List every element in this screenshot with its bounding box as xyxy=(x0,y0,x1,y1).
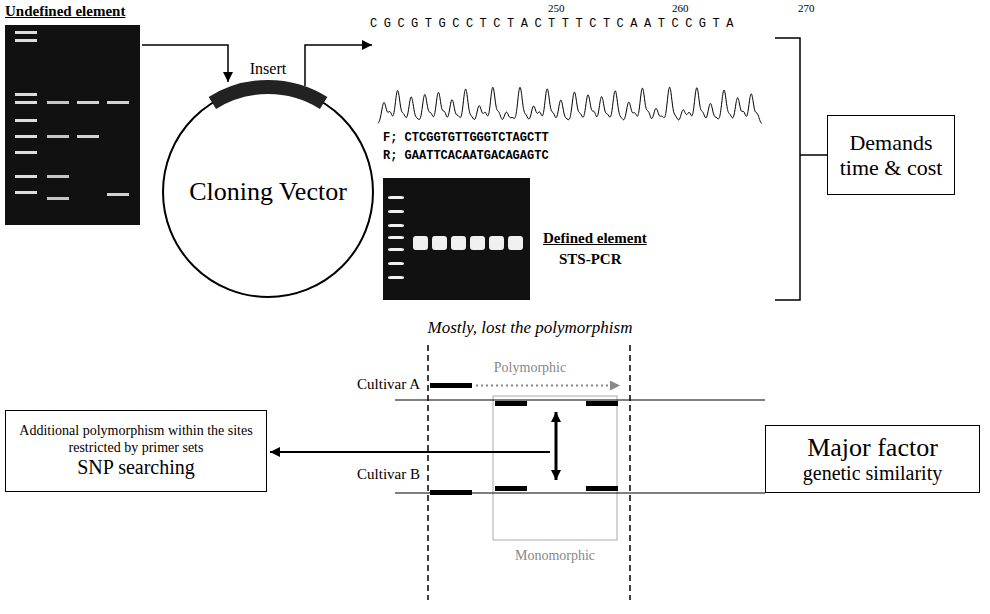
note-box: Major factorgenetic similarity xyxy=(765,425,980,493)
vector-label: Cloning Vector xyxy=(189,177,347,207)
method-label: STS-PCR xyxy=(559,251,622,268)
note-box: Demandstime & cost xyxy=(827,115,955,195)
sequence-text: CGCGTGCCTCTACTTTCTCAATCCGTA xyxy=(370,18,740,32)
insert-label: Insert xyxy=(213,60,323,78)
cultivar-label: Cultivar B xyxy=(310,466,420,483)
box-text: Additional polymorphism within the sites… xyxy=(14,423,258,455)
label-holder: CGCGTGCCTCTACTTTCTCAATCCGTA xyxy=(370,18,740,32)
gel-image: Undefined element xyxy=(5,3,142,227)
gel-heading: Undefined element xyxy=(5,3,125,20)
box-text: time & cost xyxy=(840,155,943,180)
dotted-arrow xyxy=(476,385,620,387)
label-holder: Cultivar A xyxy=(310,376,420,393)
primer-site xyxy=(430,490,472,495)
label-holder: F; CTCGGTGTTGGGTCTAGCTT xyxy=(383,132,549,146)
base-position: 250 xyxy=(548,2,565,15)
bracket xyxy=(775,38,827,300)
label-holder: 270 xyxy=(798,2,815,15)
flow-arrow xyxy=(305,45,372,86)
note-box: Additional polymorphism within the sites… xyxy=(5,410,267,492)
gel-photo xyxy=(383,178,530,300)
base-position: 270 xyxy=(798,2,815,15)
primer-site xyxy=(495,401,527,406)
insert-segment: Insert xyxy=(213,82,323,108)
primer-sequence: F; CTCGGTGTTGGGTCTAGCTT xyxy=(383,132,549,146)
gel-photo xyxy=(5,25,140,225)
pointer-arrow xyxy=(270,451,550,453)
box-text: Demands xyxy=(849,130,932,155)
boundary-line xyxy=(427,345,429,600)
flow-arrow xyxy=(142,45,228,82)
boundary-line xyxy=(629,345,631,600)
double-arrow xyxy=(555,412,558,480)
cultivar-label: Cultivar A xyxy=(310,376,420,393)
region-label: Monomorphic xyxy=(480,548,630,564)
insert-band xyxy=(212,87,323,103)
chromosome-line xyxy=(395,399,765,400)
gel-heading: Defined element xyxy=(543,230,647,247)
label-holder: 260 xyxy=(672,2,689,15)
gel-image: Defined elementSTS-PCR xyxy=(383,178,683,300)
note-text: Mostly, lost the polymorphism xyxy=(380,318,680,338)
chromatogram-trace xyxy=(378,87,762,124)
box-text: Major factor xyxy=(807,433,938,463)
label-holder: Cultivar B xyxy=(310,466,420,483)
region-outline xyxy=(493,396,617,540)
label-holder: Mostly, lost the polymorphism xyxy=(380,318,680,338)
primer-site xyxy=(586,401,618,406)
label-holder: Monomorphic xyxy=(480,548,630,564)
primer-site xyxy=(495,486,527,491)
box-text: genetic similarity xyxy=(803,462,942,485)
vector-circle: InsertCloning Vector xyxy=(162,86,374,298)
box-text: SNP searching xyxy=(77,456,195,479)
label-holder: Polymorphic xyxy=(460,360,600,376)
label-holder: R; GAATTCACAATGACAGAGTC xyxy=(383,150,549,164)
plasmid-circle xyxy=(163,87,373,297)
base-position: 260 xyxy=(672,2,689,15)
primer-sequence: R; GAATTCACAATGACAGAGTC xyxy=(383,150,549,164)
region-label: Polymorphic xyxy=(460,360,600,376)
label-holder: 250 xyxy=(548,2,565,15)
primer-site xyxy=(586,486,618,491)
primer-site xyxy=(430,383,472,388)
